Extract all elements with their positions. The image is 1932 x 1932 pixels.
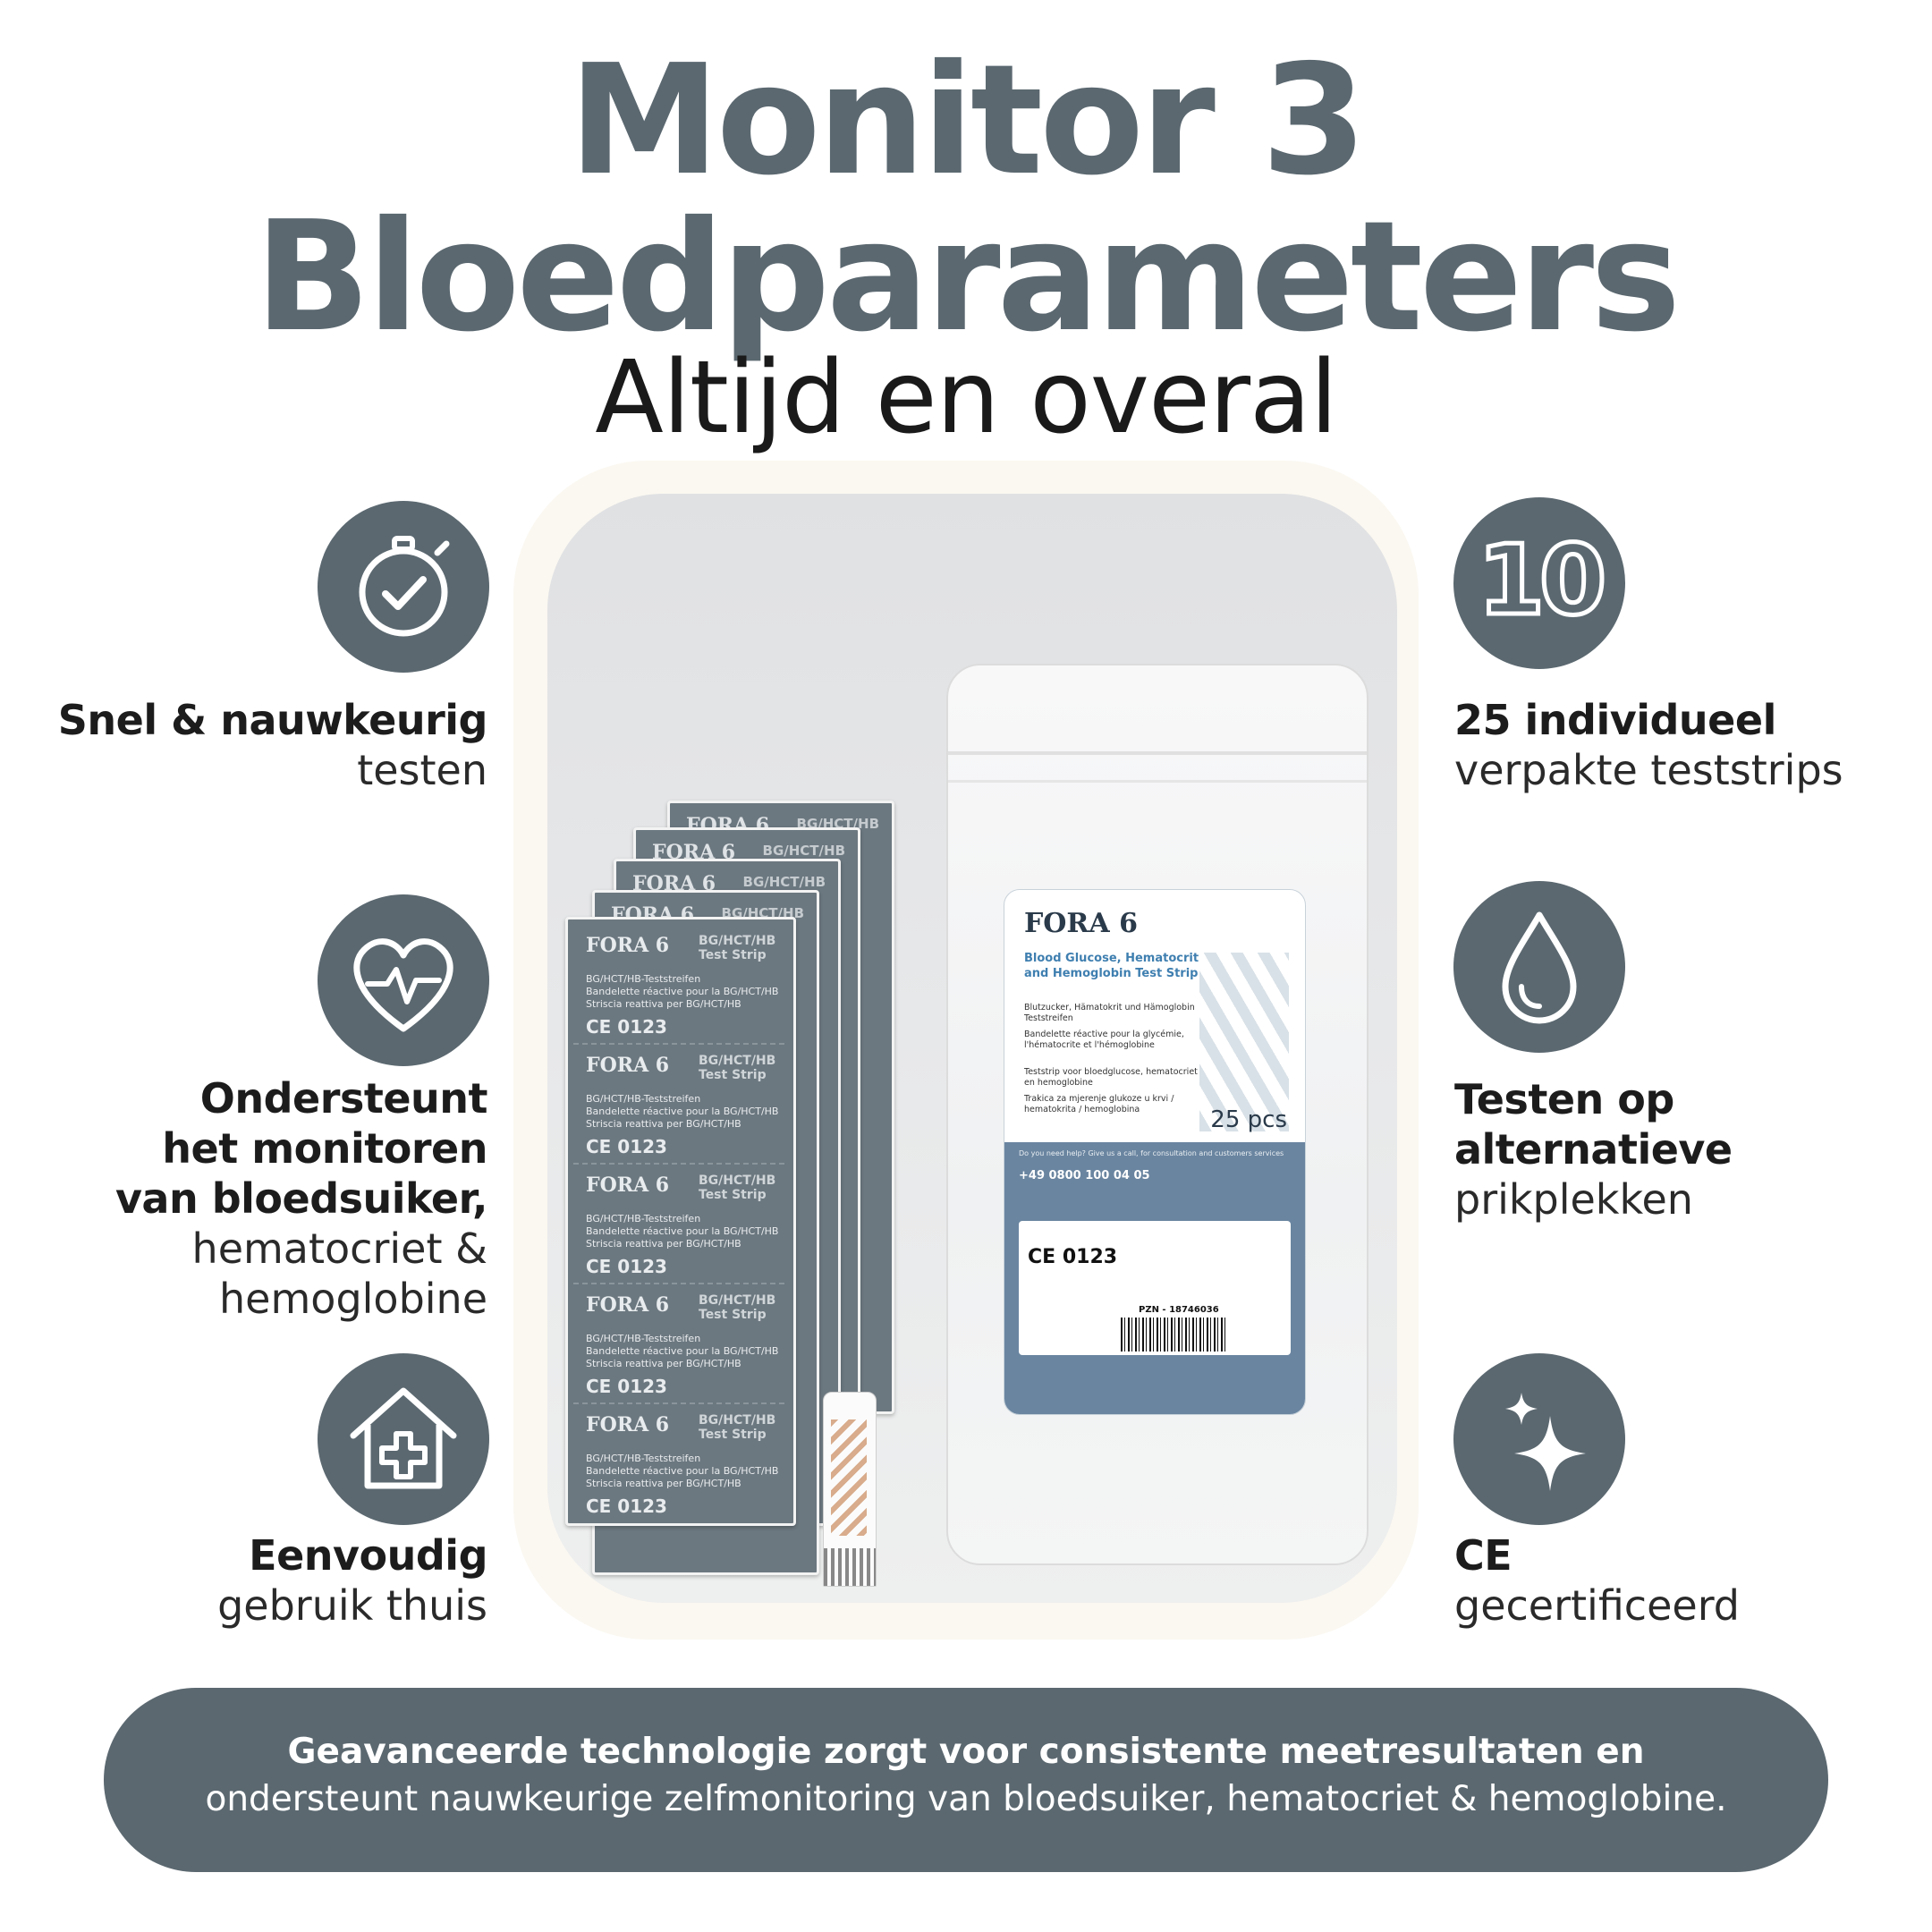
page-title-line-2: Bloedparameters [254,189,1682,366]
feature-25-strips-bold: 25 individueel [1454,696,1776,744]
pouch-zip [948,751,1367,755]
feature-fast-accurate-bold: Snel & nauwkeurig [57,696,488,744]
strip-line-fr: Bandelette réactive pour la BG/HCT/HB [586,1465,779,1477]
sparkle-icon [1453,1353,1625,1525]
strip-perforation [573,1157,784,1165]
strip-line-fr: Bandelette réactive pour la BG/HCT/HB [586,1106,779,1117]
strip-line-fr: Bandelette réactive pour la BG/HCT/HB [586,1345,779,1357]
strip-section: FORA 6 BG/HCT/HB Test Strip BG/HCT/HB-Te… [573,927,784,1045]
number-ten-icon: 10 [1453,497,1625,669]
pouch-help-text: Do you need help? Give us a call, for co… [1019,1149,1284,1157]
feature-easy-home-bold: Eenvoudig [249,1531,487,1580]
pouch-line-nl: Teststrip voor bloedglucose, hematocriet… [1024,1067,1198,1088]
pouch-phone: +49 0800 100 04 05 [1019,1169,1150,1182]
stopwatch-check-icon [318,501,489,673]
strip-section-brand: FORA 6 [586,1293,670,1317]
strip-section-brand: FORA 6 [586,1174,670,1197]
strip-section: FORA 6 BG/HCT/HB Test Strip BG/HCT/HB-Te… [573,1286,784,1404]
pouch-triangle-pattern [1199,953,1289,1131]
strip-ce-mark: CE 0123 [586,1136,667,1157]
strip-ce-mark: CE 0123 [586,1016,667,1038]
pouch-brand: FORA 6 [1024,908,1138,939]
strip-code: BG/HCT/HB [742,874,826,890]
pouch-line-fr: Bandelette réactive pour la glycémie, l'… [1024,1030,1184,1050]
pouch-ce-mark: CE 0123 [1028,1246,1118,1268]
pouch-barcode [1121,1318,1228,1352]
strip-line-de: BG/HCT/HB-Teststreifen [586,1453,701,1464]
feature-25-strips-normal: verpakte teststrips [1454,746,1843,794]
feature-easy-home: Eenvoudig gebruik thuis [54,1530,487,1631]
strip-line-it: Striscia reattiva per BG/HCT/HB [586,1478,741,1489]
pouch-line-de: Blutzucker, Hämatokrit und Hämoglobin Te… [1024,1003,1195,1023]
feature-alternative-sites: Testen op alternatieve prikplekken [1454,1074,1919,1224]
banner-line-2: ondersteunt nauwkeurige zelfmonitoring v… [205,1779,1727,1819]
test-strip-print [831,1419,867,1536]
page-title-line-1: Monitor 3 [568,32,1368,209]
feature-ce-certified: CE gecertificeerd [1454,1530,1919,1631]
strip-section: FORA 6 BG/HCT/HB Test Strip BG/HCT/HB-Te… [573,1406,784,1522]
strip-perforation [573,1038,784,1045]
pouch-subtitle: Blood Glucose, Hematocrit and Hemoglobin… [1024,952,1199,980]
strip-perforation [573,1277,784,1284]
pouch-count: 25 pcs [1210,1106,1287,1133]
strip-section-brand: FORA 6 [586,1413,670,1436]
feature-ce-certified-bold: CE [1454,1531,1513,1580]
strip-section: FORA 6 BG/HCT/HB Test Strip BG/HCT/HB-Te… [573,1166,784,1284]
strip-section-code: BG/HCT/HB Test Strip [699,1293,776,1322]
feature-ce-certified-normal: gecertificeerd [1454,1581,1740,1630]
strip-section: FORA 6 BG/HCT/HB Test Strip BG/HCT/HB-Te… [573,1046,784,1165]
test-strip-pouch: FORA 6 Blood Glucose, Hematocrit and Hem… [946,664,1368,1565]
strip-pack-front: FORA 6 BG/HCT/HB Test Strip BG/HCT/HB-Te… [565,917,796,1526]
page-subtitle: Altijd en overal [595,340,1338,456]
feature-monitoring-bold-2: het monitoren [162,1124,487,1173]
feature-monitoring-bold-1: Ondersteunt [199,1074,488,1123]
heart-pulse-icon [318,894,489,1066]
strip-line-fr: Bandelette réactive pour la BG/HCT/HB [586,986,779,997]
feature-monitoring: Ondersteunt het monitoren van bloedsuike… [54,1073,488,1324]
strip-perforation [573,1397,784,1404]
feature-monitoring-bold-3: van bloedsuiker, [114,1174,488,1223]
feature-fast-accurate: Snel & nauwkeurig testen [54,695,488,795]
strip-section-code: BG/HCT/HB Test Strip [699,1054,776,1082]
pouch-label: FORA 6 Blood Glucose, Hematocrit and Hem… [1004,889,1306,1415]
drop-icon [1453,881,1625,1053]
feature-monitoring-normal-2: hemoglobine [219,1275,487,1323]
bottom-banner: Geavanceerde technologie zorgt voor cons… [104,1688,1828,1872]
strip-line-it: Striscia reattiva per BG/HCT/HB [586,1118,741,1130]
strip-section-brand: FORA 6 [586,934,670,957]
strip-section-code: BG/HCT/HB Test Strip [699,1174,776,1202]
strip-section-brand: FORA 6 [586,1054,670,1077]
strip-code: BG/HCT/HB [762,843,845,859]
feature-fast-accurate-normal: testen [357,746,487,794]
feature-alternative-sites-bold: Testen op alternatieve [1454,1075,1733,1174]
strip-ce-mark: CE 0123 [586,1496,667,1517]
single-test-strip [823,1392,877,1587]
feature-monitoring-normal-1: hematocriet & [191,1224,487,1273]
strip-ce-mark: CE 0123 [586,1256,667,1277]
pouch-zip-seal [948,780,1367,783]
pouch-pzn: PZN - 18746036 [1139,1305,1219,1315]
strip-line-it: Striscia reattiva per BG/HCT/HB [586,998,741,1010]
strip-line-fr: Bandelette réactive pour la BG/HCT/HB [586,1225,779,1237]
strip-line-de: BG/HCT/HB-Teststreifen [586,1093,701,1105]
strip-line-de: BG/HCT/HB-Teststreifen [586,1213,701,1224]
feature-alternative-sites-normal: prikplekken [1454,1175,1693,1224]
strip-line-de: BG/HCT/HB-Teststreifen [586,973,701,985]
strip-line-it: Striscia reattiva per BG/HCT/HB [586,1358,741,1369]
strip-ce-mark: CE 0123 [586,1376,667,1397]
strip-line-de: BG/HCT/HB-Teststreifen [586,1333,701,1344]
test-strip-contacts [824,1548,876,1586]
svg-text:10: 10 [1478,525,1602,637]
strip-line-it: Striscia reattiva per BG/HCT/HB [586,1238,741,1250]
strip-section-code: BG/HCT/HB Test Strip [699,1413,776,1442]
feature-25-strips: 25 individueel verpakte teststrips [1454,695,1919,795]
strip-section-code: BG/HCT/HB Test Strip [699,934,776,962]
pouch-line-hr: Trakica za mjerenje glukoze u krvi / hem… [1024,1094,1174,1114]
feature-easy-home-normal: gebruik thuis [217,1581,487,1630]
banner-line-1: Geavanceerde technologie zorgt voor cons… [287,1732,1645,1772]
house-medical-icon [318,1353,489,1525]
